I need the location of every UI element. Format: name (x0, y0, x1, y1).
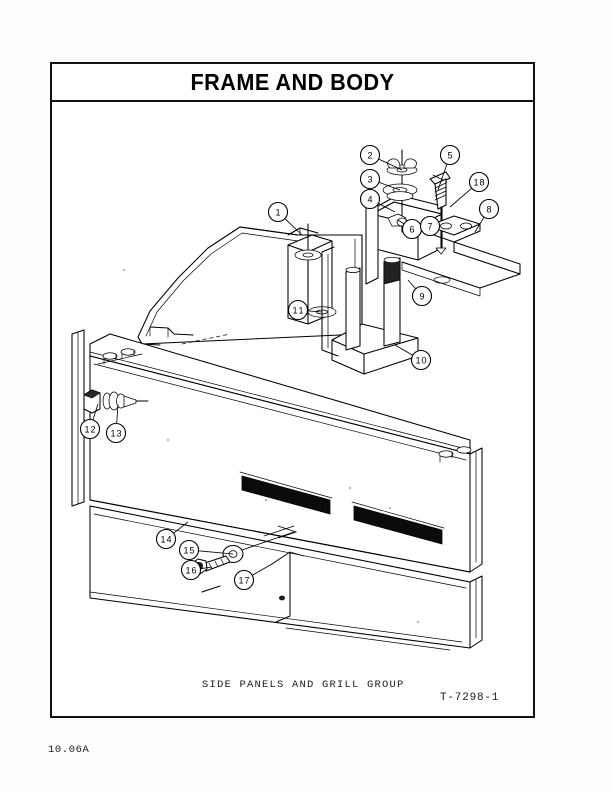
callout-balloon-5[interactable]: 5 (439, 144, 461, 166)
callout-number: 2 (367, 150, 372, 160)
callout-balloon-13[interactable]: 13 (105, 422, 127, 444)
callout-number: 13 (111, 428, 122, 438)
section-title-bar: FRAME AND BODY (50, 62, 535, 102)
callout-leader-18 (449, 187, 473, 208)
callout-balloon-8[interactable]: 8 (478, 198, 500, 220)
callout-leader-12 (92, 403, 99, 421)
page-title: FRAME AND BODY (190, 68, 395, 95)
callout-balloon-10[interactable]: 10 (410, 349, 432, 371)
callout-number: 8 (486, 204, 491, 214)
callout-balloon-14[interactable]: 14 (155, 528, 177, 550)
callout-number: 3 (367, 174, 372, 184)
callout-leader-8 (474, 216, 485, 233)
callout-leader-3 (378, 181, 401, 191)
callout-number: 9 (419, 291, 424, 301)
callout-balloon-17[interactable]: 17 (233, 569, 255, 591)
callout-circle (180, 559, 202, 581)
callout-number: 6 (409, 224, 414, 234)
callout-number: 11 (293, 305, 304, 315)
callout-balloon-11[interactable]: 11 (287, 299, 309, 321)
callout-balloon-3[interactable]: 3 (359, 168, 381, 190)
callout-circle (468, 171, 490, 193)
callout-balloon-1[interactable]: 1 (267, 201, 289, 223)
callout-circle (155, 528, 177, 550)
callout-leader-16 (200, 566, 213, 570)
callout-circle (105, 422, 127, 444)
callout-balloon-9[interactable]: 9 (411, 285, 433, 307)
callout-leader-5 (437, 163, 448, 191)
callout-leader-4 (378, 203, 396, 213)
callout-number: 17 (239, 575, 250, 585)
callout-circle (79, 418, 101, 440)
callout-circle (178, 539, 200, 561)
callout-leader-17 (252, 563, 273, 576)
callout-number: 10 (416, 355, 427, 365)
callout-number: 1 (275, 207, 280, 217)
callout-balloon-6[interactable]: 6 (401, 218, 423, 240)
callout-circle (359, 168, 381, 190)
callout-balloon-2[interactable]: 2 (359, 144, 381, 166)
callout-balloon-4[interactable]: 4 (359, 188, 381, 210)
callout-circle (267, 201, 289, 223)
callout-number: 15 (184, 545, 195, 555)
callout-leader-14 (173, 521, 189, 534)
figure-caption: SIDE PANELS AND GRILL GROUP (202, 679, 405, 691)
callout-leader-6 (397, 219, 405, 225)
callout-leader-9 (407, 279, 417, 290)
page-number: 10.06A (48, 744, 90, 756)
callout-leader-13 (116, 404, 119, 424)
callout-circle (287, 299, 309, 321)
callout-balloon-15[interactable]: 15 (178, 539, 200, 561)
callout-number: 5 (447, 150, 452, 160)
callout-circle (359, 144, 381, 166)
callout-number: 18 (474, 177, 485, 187)
callout-leader-1 (284, 218, 303, 236)
callout-circle (478, 198, 500, 220)
callout-balloon-18[interactable]: 18 (468, 171, 490, 193)
callout-circle (439, 144, 461, 166)
callout-balloon-12[interactable]: 12 (79, 418, 101, 440)
drawing-number: T-7298-1 (440, 692, 500, 704)
callout-number: 12 (85, 424, 96, 434)
callout-circle (419, 215, 441, 237)
callout-number: 14 (161, 534, 172, 544)
callout-leader-2 (378, 158, 403, 171)
callout-balloon-7[interactable]: 7 (419, 215, 441, 237)
callout-number: 4 (367, 194, 372, 204)
callout-leader-10 (394, 344, 413, 356)
callout-number: 16 (186, 565, 197, 575)
callout-balloon-16[interactable]: 16 (180, 559, 202, 581)
callout-circle (233, 569, 255, 591)
callout-leader-11 (307, 310, 323, 313)
callout-number: 7 (427, 221, 432, 231)
callout-circle (410, 349, 432, 371)
callout-circle (359, 188, 381, 210)
callout-circle (411, 285, 433, 307)
callout-leader-15 (198, 550, 234, 555)
